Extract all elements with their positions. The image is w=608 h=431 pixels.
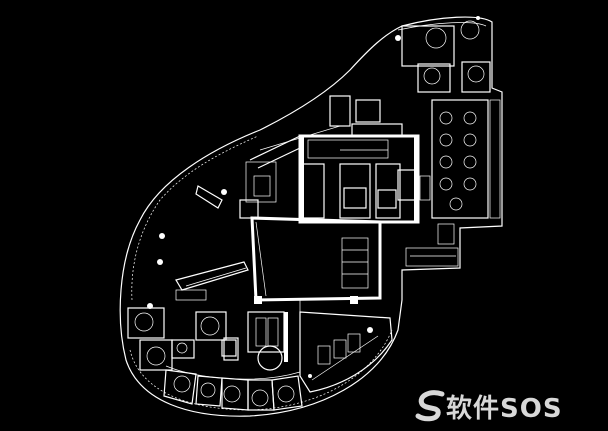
watermark: 软件SOS [412, 384, 602, 424]
s-swirl-logo-icon [415, 390, 445, 422]
upper-corridor [239, 95, 403, 219]
atrium-void [250, 216, 382, 312]
building-outline [119, 16, 503, 417]
lower-right-lounge [299, 311, 393, 393]
central-core [298, 134, 420, 224]
watermark-text: 软件SOS [446, 394, 563, 424]
lower-service [221, 311, 288, 371]
left-lobby [147, 185, 249, 309]
private-rooms-top [395, 16, 491, 93]
dining-hall [405, 99, 501, 267]
private-rooms-bottom [163, 365, 303, 411]
private-rooms-left [127, 307, 239, 371]
